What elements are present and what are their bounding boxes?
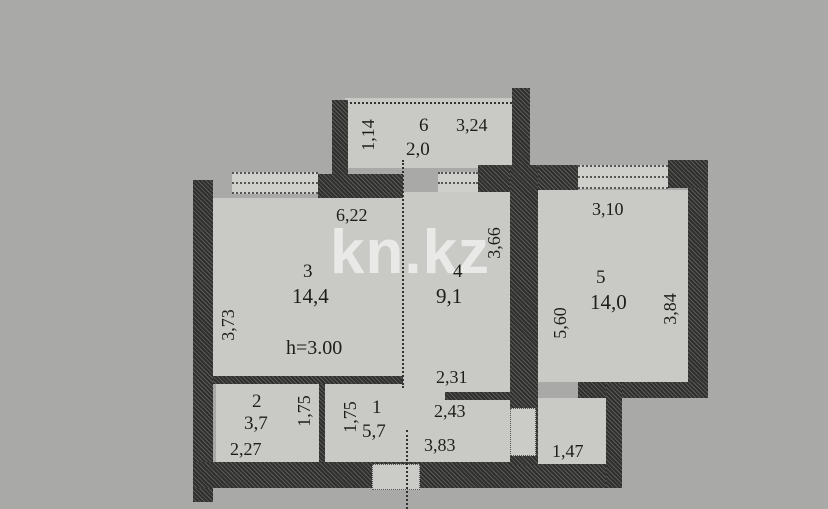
balcony-rail	[346, 102, 512, 104]
watermark: kn.kz	[330, 218, 491, 287]
room-6-area: 2,0	[406, 139, 430, 160]
wall-nook-right	[606, 382, 622, 488]
room-2-area: 3,7	[244, 413, 268, 434]
balcony-wall-left	[332, 100, 348, 174]
ceiling-height: h=3.00	[286, 337, 343, 359]
room-2-bath-floor	[216, 384, 319, 462]
room-5-area: 14,0	[590, 290, 627, 314]
dim-bath-height: 1,75	[293, 395, 314, 427]
room-3-living-floor	[213, 198, 403, 376]
entrance-axis	[406, 430, 408, 509]
wall-top-right	[668, 160, 708, 188]
dim-balcony-width: 3,24	[456, 115, 488, 135]
window-living	[232, 172, 318, 194]
dim-hall-top: 2,31	[436, 367, 468, 387]
room-4-area: 9,1	[436, 284, 463, 308]
partition-bath-top	[213, 376, 403, 384]
room-1-area: 5,7	[362, 421, 386, 442]
zone-divider-living-kitchen	[402, 160, 404, 388]
dim-bedroom-right: 3,84	[659, 293, 680, 325]
window-bedroom	[578, 165, 668, 189]
wall-left	[193, 180, 213, 502]
dim-balcony-depth: 1,14	[357, 119, 378, 151]
room-4-kitchen-floor	[403, 192, 510, 376]
window-kitchen	[438, 172, 478, 194]
partition-bath-hall	[319, 384, 325, 462]
room-6-balcony-floor	[345, 98, 517, 168]
dim-hall-bottom: 3,83	[424, 435, 456, 455]
dim-living-width: 6,22	[336, 205, 368, 225]
closet-niche	[510, 408, 536, 456]
room-2-number: 2	[252, 391, 262, 412]
balcony-wall-right	[512, 88, 530, 166]
dim-bedroom-width: 3,10	[592, 199, 624, 219]
wall-top-mid	[318, 174, 403, 198]
dim-living-height: 3,73	[217, 309, 238, 341]
dim-bedroom-left: 5,60	[549, 307, 570, 339]
partition-hall-top	[445, 392, 510, 400]
dim-kitchen-height: 3,66	[483, 227, 504, 259]
room-3-area: 14,4	[292, 284, 329, 308]
dim-nook-width: 1,47	[552, 441, 584, 461]
nook-floor	[538, 398, 606, 464]
room-4-number: 4	[453, 261, 463, 282]
dim-hall-height: 1,75	[339, 401, 360, 433]
dim-hall-mid: 2,43	[434, 401, 466, 421]
wall-bedroom-bottom	[578, 382, 708, 398]
room-5-bedroom-floor	[538, 190, 688, 382]
room-3-number: 3	[303, 261, 313, 282]
room-5-number: 5	[596, 267, 606, 288]
dim-bath-width: 2,27	[230, 439, 262, 459]
wall-right	[688, 160, 708, 398]
room-1-number: 1	[372, 397, 382, 418]
room-6-number: 6	[419, 115, 429, 136]
entrance-door	[372, 464, 420, 490]
